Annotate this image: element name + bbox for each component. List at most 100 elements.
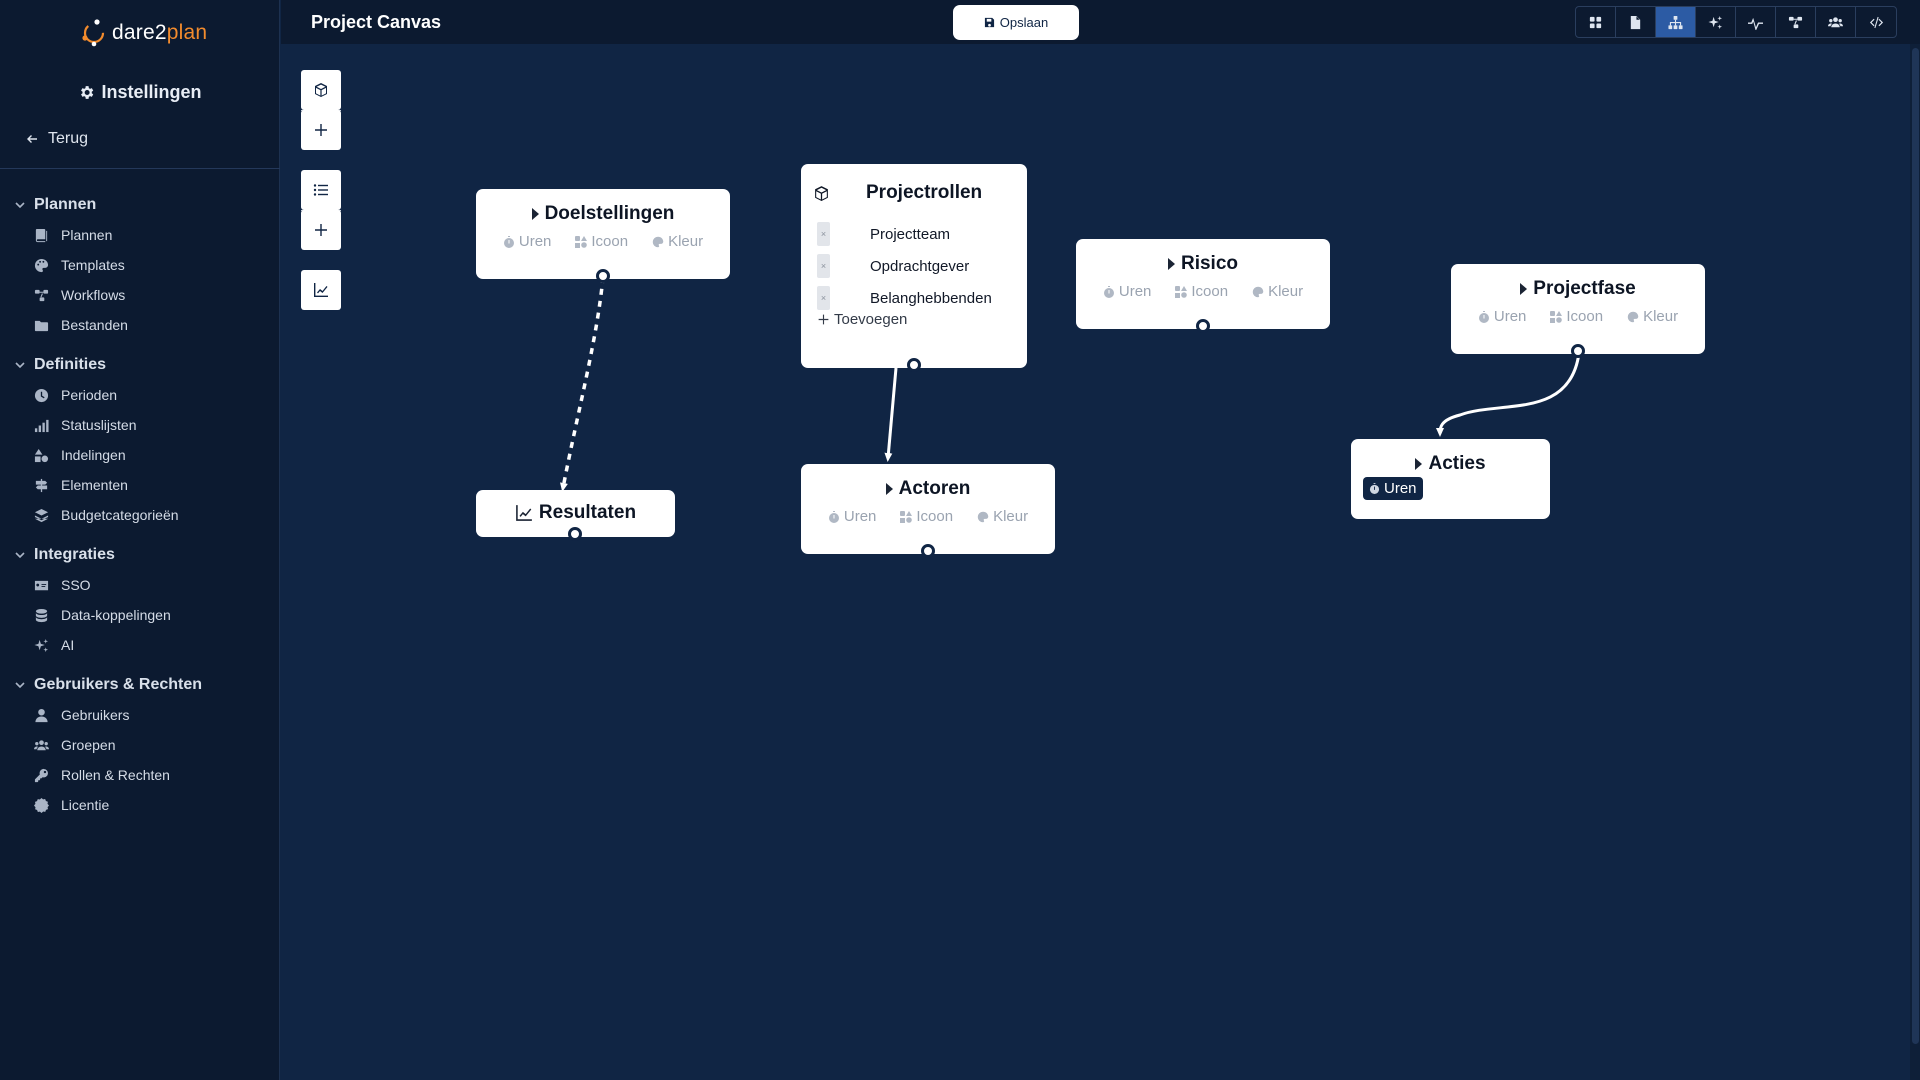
sidebar-divider [0,168,280,169]
sidebar-item-sso[interactable]: SSO [0,570,280,600]
sidebar-item-perioden[interactable]: Perioden [0,380,280,410]
view-code-button[interactable] [1856,7,1896,37]
node-acties[interactable]: Acties Uren [1351,439,1550,519]
palette-icon [652,236,664,247]
brand-logo[interactable]: dare2plan [80,18,207,48]
nav-section-header-gebruikers-rechten[interactable]: Gebruikers & Rechten [0,670,280,700]
role-item[interactable]: × Belanghebbenden [801,282,1027,314]
node-actoren[interactable]: Actoren Uren Icoon Kleur [801,464,1055,554]
node-properties: Uren Icoon Kleur [1451,308,1705,325]
save-button[interactable]: Opslaan [953,5,1079,40]
sidebar: dare2plan Instellingen Terug Plannen Pla… [0,0,280,1080]
view-sitemap-button[interactable] [1656,7,1696,37]
nav-section-header-plannen[interactable]: Plannen [0,190,280,220]
sidebar-item-indelingen[interactable]: Indelingen [0,440,280,470]
sidebar-item-bestanden[interactable]: Bestanden [0,310,280,340]
node-projectrollen[interactable]: Projectrollen × Projectteam × Opdrachtge… [801,164,1027,368]
palette-add-object-button[interactable] [301,70,341,110]
stopwatch-icon [828,510,839,523]
sidebar-item-label: Plannen [61,227,113,243]
node-risico-handle[interactable] [1196,319,1210,333]
edge-doelstellingen-resultaten[interactable] [560,276,605,492]
node-title-label: Resultaten [538,502,637,523]
view-document-button[interactable] [1616,7,1656,37]
node-doelstellingen[interactable]: Doelstellingen Uren Icoon Kleur [476,189,730,279]
pulse-icon [1748,17,1763,30]
palette-icon [1627,311,1639,322]
node-title-label: Projectfase [1533,278,1636,299]
prop-icoon[interactable]: Icoon [575,233,628,250]
role-item[interactable]: × Opdrachtgever [801,250,1027,282]
prop-kleur[interactable]: Kleur [977,508,1028,525]
sparkles-icon [34,638,49,652]
node-risico[interactable]: Risico Uren Icoon Kleur [1076,239,1330,329]
sidebar-item-budgetcategorieen[interactable]: Budgetcategorieën [0,500,280,530]
stopwatch-icon [503,235,514,248]
icons-icon [1550,310,1563,323]
sidebar-item-licentie[interactable]: Licentie [0,790,280,820]
nav-section-header-integraties[interactable]: Integraties [0,540,280,570]
sidebar-item-statuslijsten[interactable]: Statuslijsten [0,410,280,440]
nav-section-label: Definities [34,356,107,373]
prop-icoon[interactable]: Icoon [1175,283,1228,300]
prop-uren[interactable]: Uren [828,508,876,525]
chart-line-icon [314,283,328,297]
caret-right-icon [1415,458,1423,470]
node-doelstellingen-handle[interactable] [596,269,610,283]
prop-uren[interactable]: Uren [1478,308,1526,325]
sidebar-item-label: Elementen [61,477,128,493]
remove-role-button[interactable]: × [817,286,830,310]
palette-add-result-button[interactable] [301,270,341,310]
role-label: Belanghebbenden [870,289,992,307]
view-workflow-button[interactable] [1776,7,1816,37]
sidebar-item-elementen[interactable]: Elementen [0,470,280,500]
prop-icoon[interactable]: Icoon [900,508,953,525]
view-users-button[interactable] [1816,7,1856,37]
sidebar-item-ai[interactable]: AI [0,630,280,660]
remove-role-button[interactable]: × [817,254,830,278]
prop-kleur[interactable]: Kleur [652,233,703,250]
back-link[interactable]: Terug [26,130,88,148]
nav-section-header-definities[interactable]: Definities [0,350,280,380]
view-pulse-button[interactable] [1736,7,1776,37]
node-properties: Uren [1351,477,1550,500]
prop-kleur[interactable]: Kleur [1627,308,1678,325]
prop-kleur[interactable]: Kleur [1252,283,1303,300]
canvas-scrollbar-thumb[interactable] [1912,48,1919,1044]
sidebar-item-label: Statuslijsten [61,417,137,433]
view-grid-button[interactable] [1576,7,1616,37]
view-ai-button[interactable] [1696,7,1736,37]
node-title-label: Actoren [898,478,971,499]
prop-uren-active[interactable]: Uren [1363,477,1423,500]
prop-icoon[interactable]: Icoon [1550,308,1603,325]
node-projectfase[interactable]: Projectfase Uren Icoon Kleur [1451,264,1705,354]
prop-label: Kleur [993,508,1029,525]
role-item[interactable]: × Projectteam [801,218,1027,250]
sidebar-item-gebruikers[interactable]: Gebruikers [0,700,280,730]
node-projectrollen-handle[interactable] [907,358,921,372]
sidebar-item-data-koppelingen[interactable]: Data-koppelingen [0,600,280,630]
remove-role-button[interactable]: × [817,222,830,246]
palette-add-button[interactable] [301,110,341,150]
signal-bars-icon [34,419,49,432]
node-resultaten-handle[interactable] [568,527,582,541]
node-projectfase-handle[interactable] [1571,344,1585,358]
palette-add-list-button[interactable] [301,170,341,210]
chevron-down-icon [15,682,25,689]
palette-add-list-item-button[interactable] [301,210,341,250]
node-properties: Uren Icoon Kleur [476,233,730,250]
sidebar-item-groepen[interactable]: Groepen [0,730,280,760]
prop-uren[interactable]: Uren [1103,283,1151,300]
sidebar-item-rollen-rechten[interactable]: Rollen & Rechten [0,760,280,790]
sidebar-item-templates[interactable]: Templates [0,250,280,280]
sidebar-item-label: Gebruikers [61,707,130,723]
sidebar-item-plannen[interactable]: Plannen [0,220,280,250]
sidebar-item-workflows[interactable]: Workflows [0,280,280,310]
node-title: Projectfase [1451,278,1705,300]
top-bar: Project Canvas Opslaan [281,0,1920,44]
add-role-button[interactable]: Toevoegen [801,311,1027,328]
prop-uren[interactable]: Uren [503,233,551,250]
edge-projectfase-acties[interactable] [1436,352,1581,437]
edge-projectrollen-actoren[interactable] [884,367,898,462]
node-actoren-handle[interactable] [921,544,935,558]
